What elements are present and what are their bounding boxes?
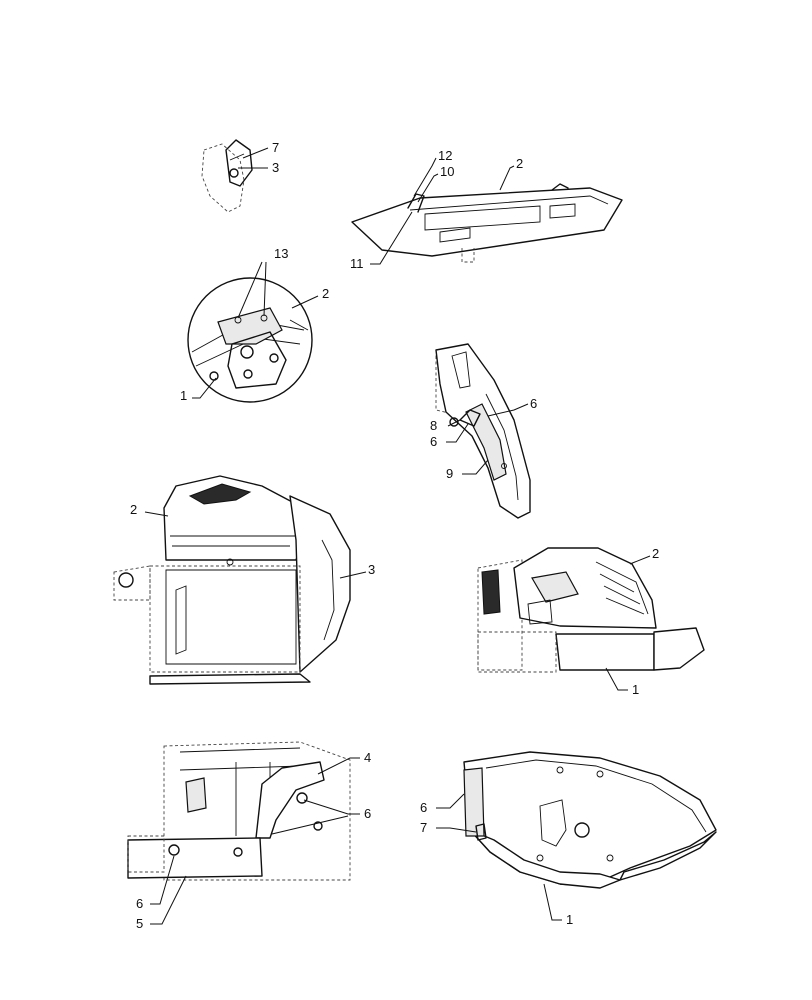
view-top-cover (351, 183, 623, 263)
svg-text:7: 7 (272, 140, 279, 155)
callout-11: 11 (350, 211, 413, 271)
callout-13: 13 (237, 246, 288, 319)
svg-text:3: 3 (368, 562, 375, 577)
callout-2: 2 (499, 156, 523, 191)
svg-text:13: 13 (274, 246, 288, 261)
svg-text:11: 11 (350, 256, 364, 271)
callout-6: 6 (271, 799, 371, 835)
callout-2: 2 (130, 502, 169, 517)
callout-12: 12 (413, 148, 452, 197)
view-side-bracket (435, 343, 531, 519)
callout-1: 1 (543, 883, 573, 927)
view-lower-side (127, 741, 351, 881)
svg-text:1: 1 (566, 912, 573, 927)
callout-6: 6 (136, 855, 175, 911)
callout-6: 6 (487, 396, 537, 417)
callout-1: 1 (180, 377, 217, 403)
svg-text:6: 6 (430, 434, 437, 449)
svg-text:2: 2 (516, 156, 523, 171)
callout-8: 8 (430, 418, 461, 433)
svg-text:6: 6 (364, 806, 371, 821)
svg-text:5: 5 (136, 916, 143, 931)
svg-text:3: 3 (272, 160, 279, 175)
view-fan-plate (463, 751, 717, 889)
view-housing-front (113, 475, 351, 685)
view-housing-side (477, 547, 705, 673)
view-latch-detail (201, 139, 253, 213)
view-circular-detail (187, 277, 313, 403)
svg-text:4: 4 (364, 750, 371, 765)
callout-1: 1 (605, 667, 639, 697)
svg-text:1: 1 (180, 388, 187, 403)
svg-text:2: 2 (652, 546, 659, 561)
svg-text:6: 6 (530, 396, 537, 411)
callout-2: 2 (629, 546, 659, 565)
callout-7: 7 (420, 820, 477, 835)
svg-text:6: 6 (420, 800, 427, 815)
callout-3: 3 (238, 160, 279, 175)
callout-6: 6 (420, 793, 465, 815)
svg-text:12: 12 (438, 148, 452, 163)
svg-text:8: 8 (430, 418, 437, 433)
callout-9: 9 (446, 459, 489, 481)
svg-text:9: 9 (446, 466, 453, 481)
callout-5: 5 (136, 875, 187, 931)
svg-text:1: 1 (632, 682, 639, 697)
svg-text:6: 6 (136, 896, 143, 911)
svg-text:10: 10 (440, 164, 454, 179)
callout-3: 3 (339, 562, 375, 579)
callout-4: 4 (317, 750, 371, 775)
callout-10: 10 (417, 164, 454, 203)
svg-text:2: 2 (130, 502, 137, 517)
callout-6: 6 (430, 423, 469, 449)
svg-text:7: 7 (420, 820, 427, 835)
callout-7: 7 (242, 140, 279, 159)
svg-text:2: 2 (322, 286, 329, 301)
callout-2: 2 (291, 286, 329, 309)
